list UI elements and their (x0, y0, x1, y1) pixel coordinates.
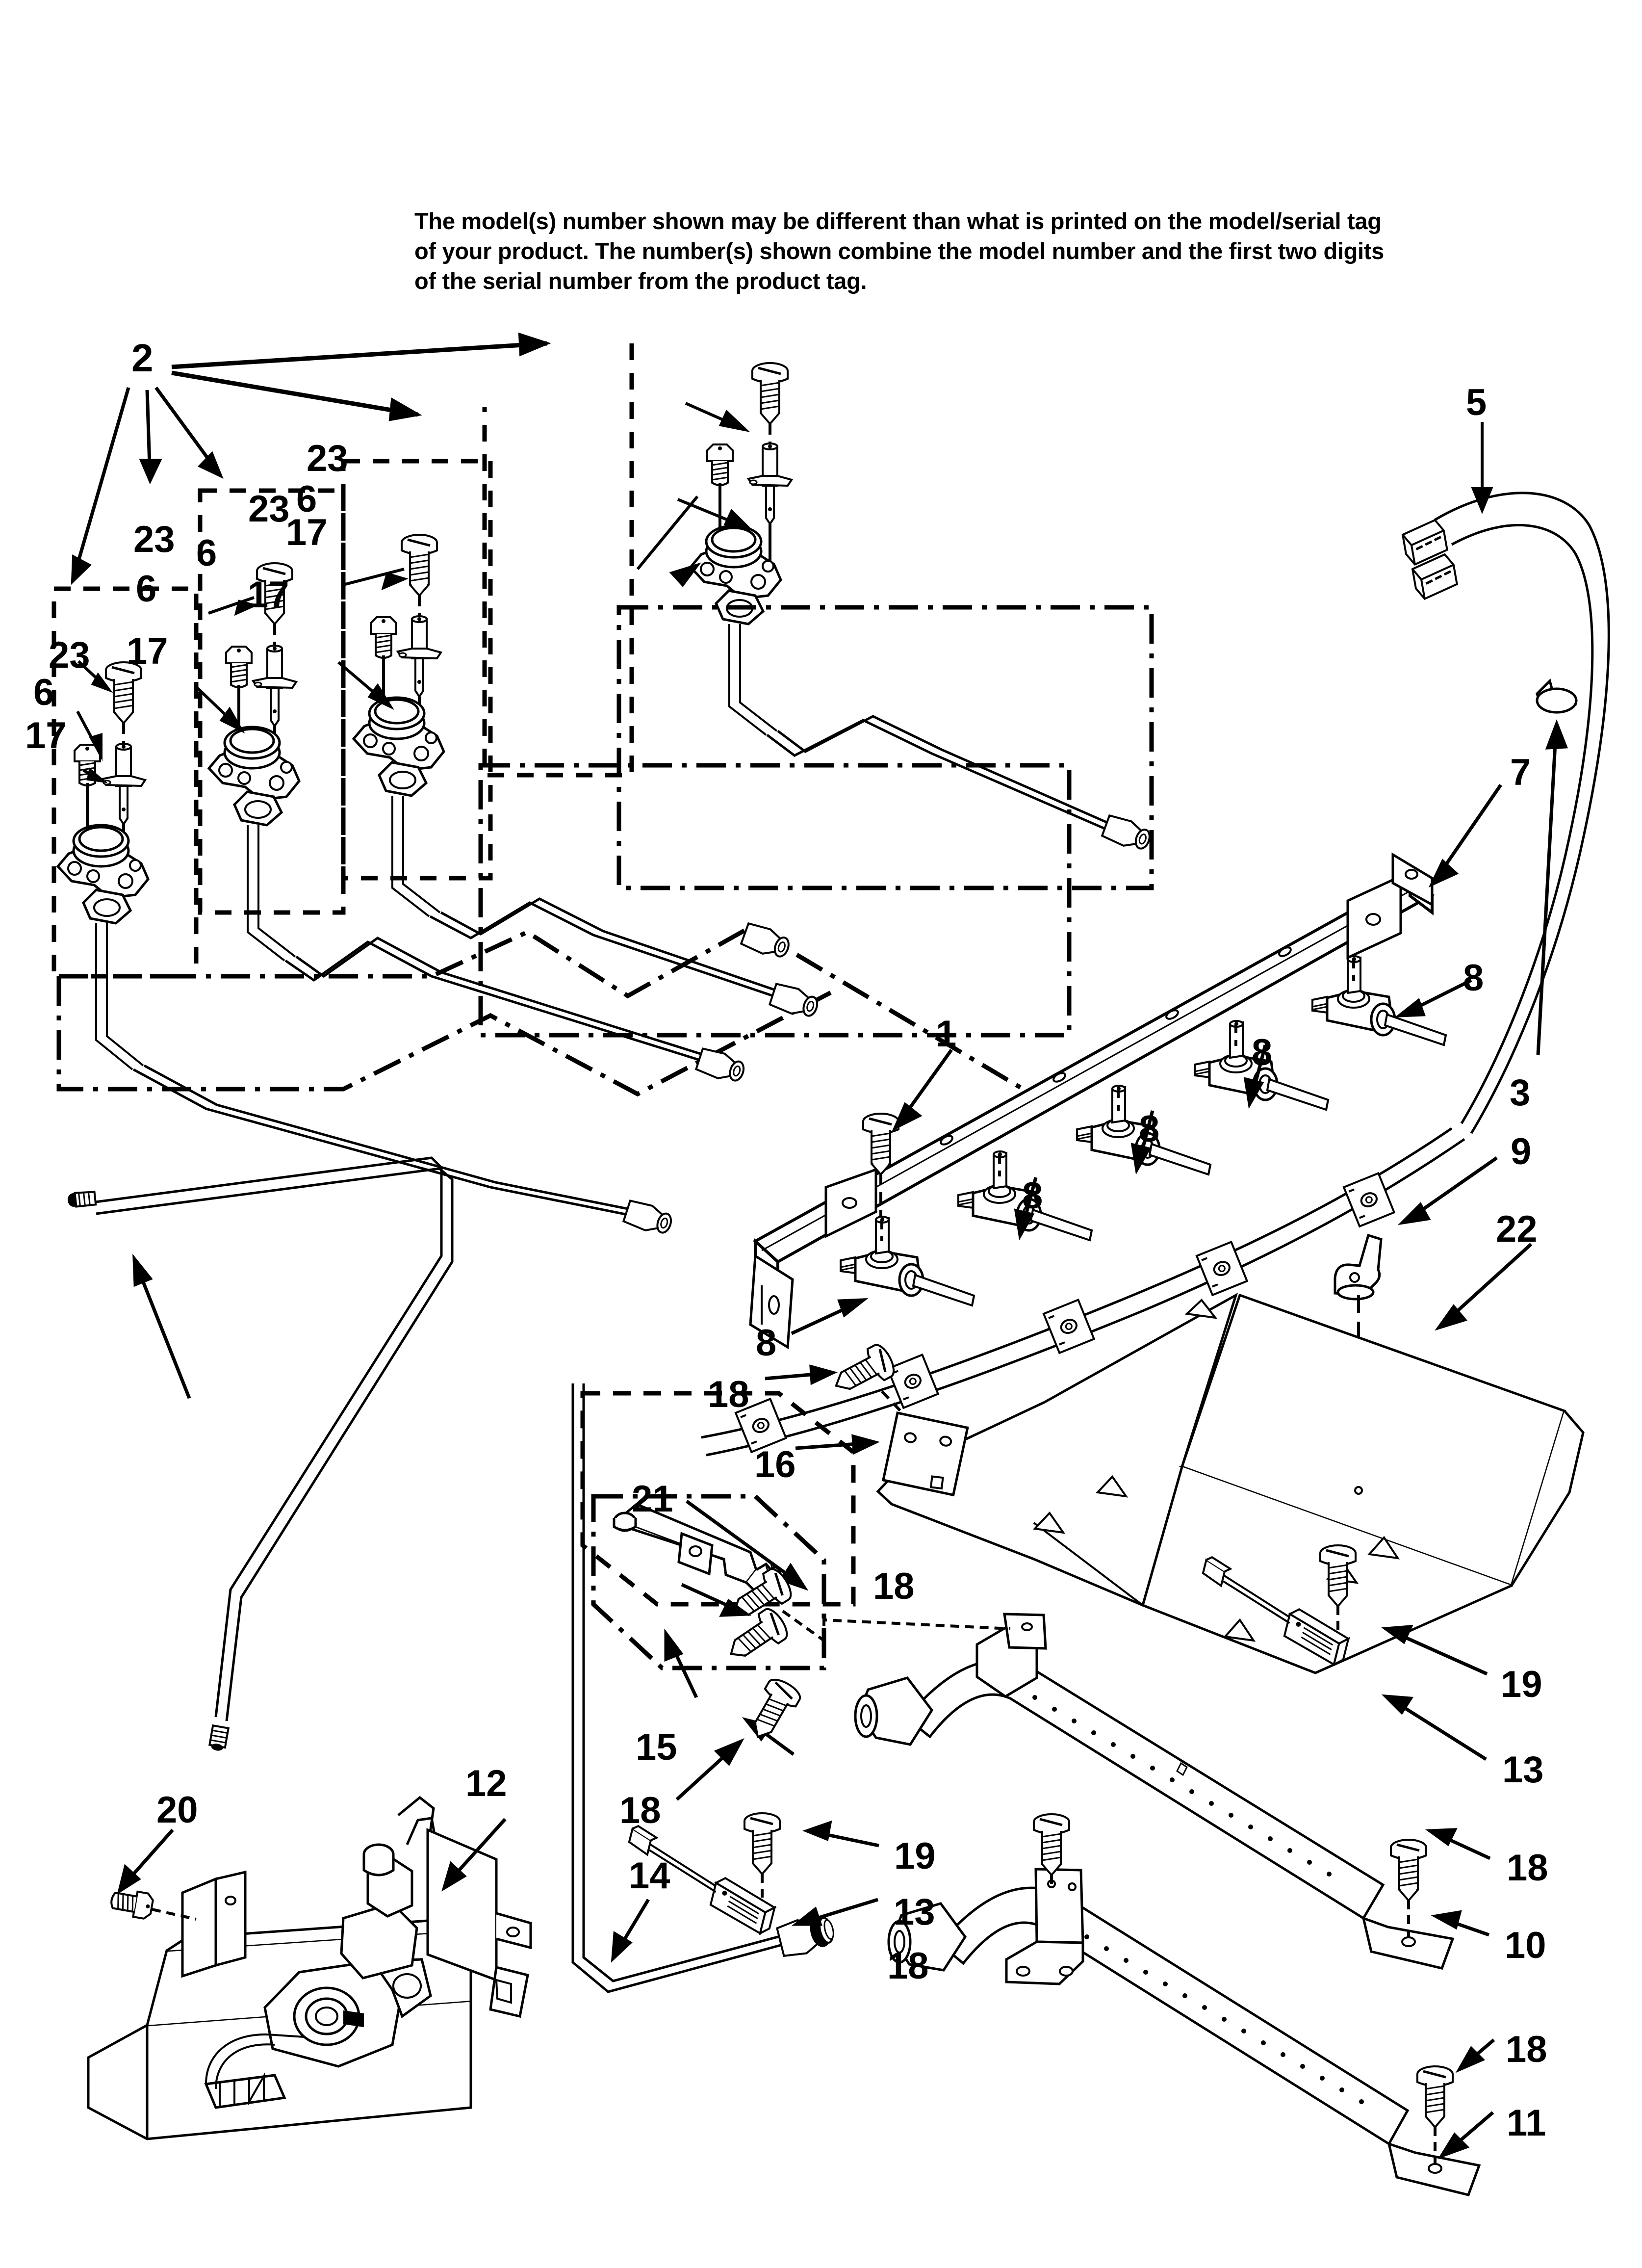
callout-2: 2 (131, 336, 154, 380)
callout-18-f: 18 (1506, 2029, 1547, 2070)
callout-8-a: 8 (756, 1322, 777, 1364)
callout-21: 21 (632, 1478, 673, 1520)
callout-11: 11 (1507, 2102, 1546, 2144)
callout-23-c: 23 (248, 488, 290, 530)
callout-6-d: 6 (296, 478, 317, 520)
callout-9: 9 (1511, 1131, 1532, 1173)
callout-10: 10 (1505, 1925, 1546, 1966)
callout-15: 15 (636, 1726, 677, 1768)
callout-19-b: 19 (894, 1835, 936, 1877)
callout-16: 16 (754, 1444, 796, 1486)
callout-5: 5 (1466, 382, 1487, 423)
callout-6-b: 6 (136, 568, 157, 610)
callout-6-c: 6 (196, 532, 217, 574)
callout-8-d: 8 (1252, 1032, 1273, 1073)
callout-23-b: 23 (133, 519, 175, 560)
callout-8-e: 8 (1463, 957, 1484, 999)
callout-14: 14 (629, 1855, 670, 1897)
callout-19-a: 19 (1501, 1664, 1542, 1705)
callout-3: 3 (1510, 1072, 1531, 1114)
callout-20: 20 (156, 1789, 198, 1831)
callout-12: 12 (465, 1763, 507, 1804)
callout-7: 7 (1510, 752, 1531, 793)
callout-6-a: 6 (33, 672, 54, 713)
callout-13-b: 13 (894, 1891, 935, 1933)
callout-23-a: 23 (49, 634, 90, 676)
callout-17-b: 17 (127, 630, 168, 672)
callout-18-d: 18 (887, 1945, 929, 1987)
callout-23-d: 23 (307, 438, 348, 479)
callout-13-a: 13 (1502, 1749, 1544, 1791)
callout-18-b: 18 (873, 1565, 915, 1607)
callout-17-a: 17 (25, 715, 67, 756)
callout-22: 22 (1496, 1208, 1538, 1250)
callout-18-c: 18 (619, 1790, 661, 1831)
callout-17-d: 17 (286, 512, 328, 553)
callout-8-c: 8 (1139, 1108, 1160, 1150)
callout-18-a: 18 (708, 1374, 749, 1415)
model-number-note: The model(s) number shown may be differe… (414, 208, 1384, 294)
callout-17-c: 17 (248, 574, 289, 616)
callout-18-e: 18 (1507, 1847, 1548, 1889)
callout-1: 1 (936, 1013, 957, 1055)
callout-8-b: 8 (1022, 1175, 1043, 1217)
